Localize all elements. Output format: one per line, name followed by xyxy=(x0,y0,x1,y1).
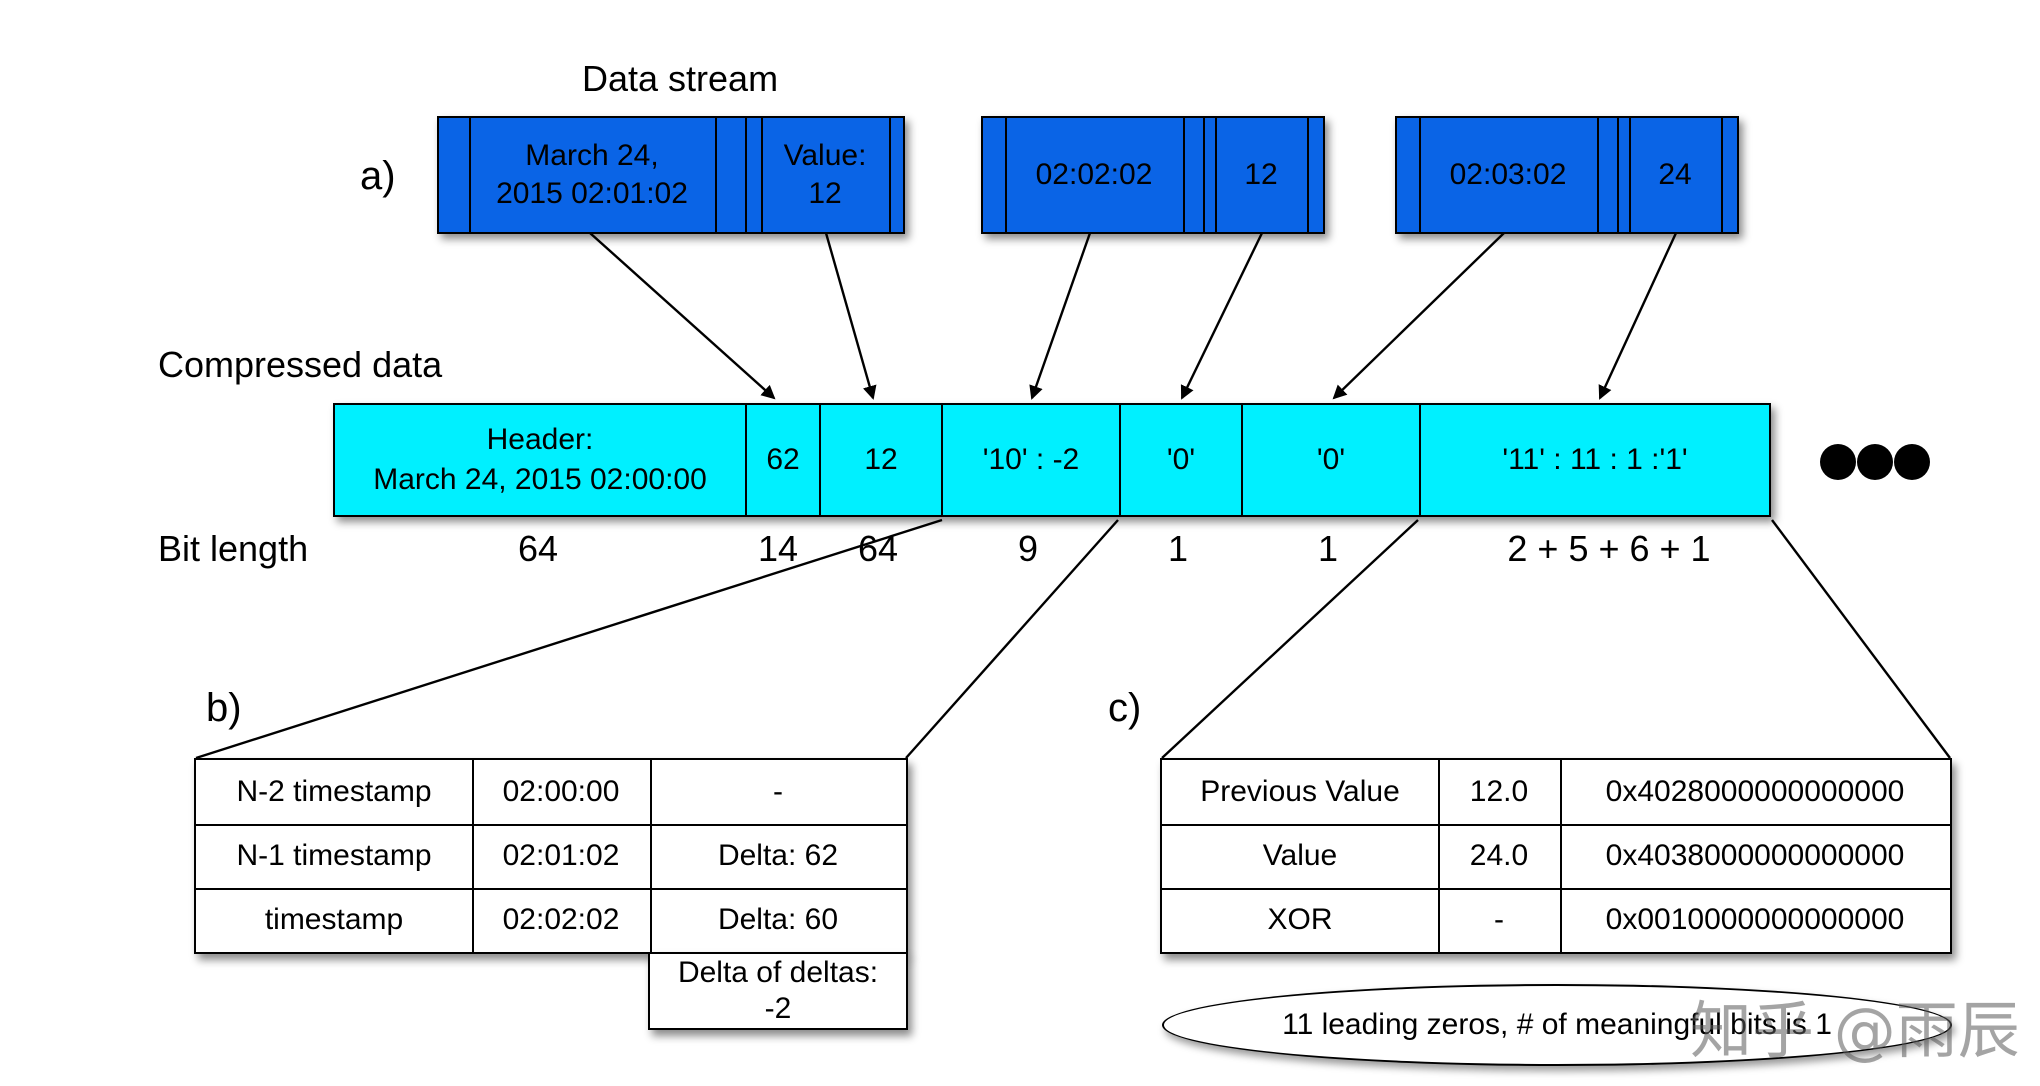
bit-length-header: 64 xyxy=(517,528,559,569)
table-c-r3-float: - xyxy=(1494,903,1504,936)
ellipsis-dot xyxy=(1857,444,1893,480)
label-c: c) xyxy=(1108,686,1142,730)
timestamp-table: N-2 timestamp 02:00:00 - N-1 timestamp 0… xyxy=(194,758,908,954)
compressed-header-cell: Header: March 24, 2015 02:00:00 xyxy=(373,423,707,496)
data-stream-value-1: Value: 12 xyxy=(783,139,867,210)
table-c-r2-hex: 0x4038000000000000 xyxy=(1605,839,1905,872)
table-c-r1-hex: 0x4028000000000000 xyxy=(1605,775,1905,808)
leading-zeros-note-text: 11 leading zeros, # of meaningful bits i… xyxy=(1282,1008,1832,1041)
data-stream-value-3: 24 xyxy=(1658,158,1692,191)
compressed-bar: Header: March 24, 2015 02:00:00 62 12 '1… xyxy=(333,403,1771,517)
delta-of-deltas-cell: Delta of deltas: -2 xyxy=(648,952,908,1030)
data-stream-point-2: 02:02:02 12 xyxy=(981,116,1325,234)
bit-length-dod: 9 xyxy=(1017,528,1039,569)
data-stream-point-1: March 24, 2015 02:01:02 Value: 12 xyxy=(437,116,905,234)
label-b: b) xyxy=(206,686,242,730)
ellipsis-dot xyxy=(1820,444,1856,480)
table-b-r2-label: N-1 timestamp xyxy=(236,839,432,872)
bit-length-label: Bit length xyxy=(158,528,309,569)
table-b-r1-delta: - xyxy=(773,775,783,808)
compressed-delta-cell: 62 xyxy=(745,405,819,515)
table-c-r2-label: Value xyxy=(1262,839,1338,872)
table-c-r3-label: XOR xyxy=(1267,903,1333,936)
table-b-r3-delta: Delta: 60 xyxy=(717,903,839,936)
table-c-r2-float: 24.0 xyxy=(1469,839,1529,872)
arrow-ts2 xyxy=(1029,232,1092,400)
compressed-xor-zero-cell: '0' xyxy=(1119,405,1241,515)
table-b-r3-time: 02:02:02 xyxy=(502,903,620,936)
zoom-line-c-left xyxy=(1161,519,1419,759)
xor-table: Previous Value 12.0 0x4028000000000000 V… xyxy=(1160,758,1952,954)
bit-length-dod-zero: 1 xyxy=(1317,528,1339,569)
label-a: a) xyxy=(360,154,396,198)
compressed-data-title: Compressed data xyxy=(158,344,443,385)
zoom-line-b-left xyxy=(195,518,943,760)
data-stream-timestamp-1: March 24, 2015 02:01:02 xyxy=(496,139,688,210)
table-b-r2-delta: Delta: 62 xyxy=(717,839,839,872)
ellipsis-dot xyxy=(1894,444,1930,480)
arrow-ts3 xyxy=(1332,232,1505,400)
data-stream-timestamp-3: 02:03:02 xyxy=(1449,158,1567,191)
compressed-dod-zero-cell: '0' xyxy=(1241,405,1419,515)
zoom-line-c-right xyxy=(1771,519,1951,759)
arrow-val1 xyxy=(824,232,877,400)
leading-zeros-note: 11 leading zeros, # of meaningful bits i… xyxy=(1162,984,1952,1066)
table-c-r3-hex: 0x0010000000000000 xyxy=(1605,903,1905,936)
compressed-xor-cell: '11' : 11 : 1 :'1' xyxy=(1419,405,1769,515)
bit-length-xor-zero: 1 xyxy=(1167,528,1189,569)
bit-length-value: 64 xyxy=(857,528,899,569)
data-stream-value-2: 12 xyxy=(1244,158,1278,191)
table-b-r1-label: N-2 timestamp xyxy=(236,775,432,808)
table-b-r1-time: 02:00:00 xyxy=(502,775,620,808)
table-b-r3-label: timestamp xyxy=(264,903,404,936)
arrow-ts1 xyxy=(589,232,776,400)
zoom-line-b-right xyxy=(905,519,1119,759)
data-stream-timestamp-2: 02:02:02 xyxy=(1035,158,1153,191)
data-stream-title: Data stream xyxy=(582,58,779,99)
arrow-val2 xyxy=(1180,232,1264,400)
table-c-r1-float: 12.0 xyxy=(1469,775,1529,808)
data-stream-point-3: 02:03:02 24 xyxy=(1395,116,1739,234)
table-b-r2-time: 02:01:02 xyxy=(502,839,620,872)
watermark: 知乎 @雨辰 xyxy=(1690,994,2020,1067)
arrow-val3 xyxy=(1598,232,1678,400)
bit-length-xor: 2 + 5 + 6 + 1 xyxy=(1507,528,1711,569)
delta-of-deltas-text: Delta of deltas: -2 xyxy=(677,956,879,1025)
bit-length-delta: 14 xyxy=(757,528,799,569)
compressed-value-cell: 12 xyxy=(819,405,941,515)
table-c-r1-label: Previous Value xyxy=(1200,775,1400,808)
compressed-dod-cell: '10' : -2 xyxy=(941,405,1119,515)
